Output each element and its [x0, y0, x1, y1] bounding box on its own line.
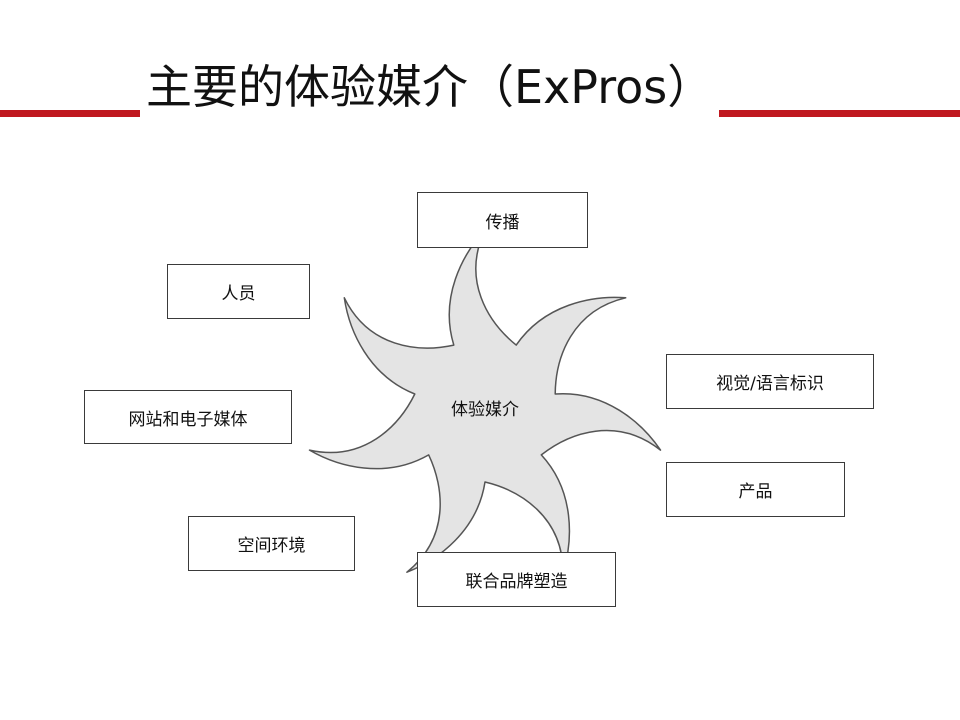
node-chanpin-label: 产品: [738, 482, 773, 502]
node-shijue-label: 视觉/语言标识: [716, 374, 824, 394]
pinwheel-shape: [308, 229, 662, 573]
node-renyuan-label: 人员: [221, 284, 256, 304]
node-chuanbo: 传播: [417, 192, 588, 248]
node-chanpin: 产品: [666, 462, 845, 517]
slide-title: 主要的体验媒介（ExPros）: [140, 52, 720, 122]
node-wangzhan: 网站和电子媒体: [84, 390, 292, 444]
node-shijue: 视觉/语言标识: [666, 354, 874, 409]
node-renyuan: 人员: [167, 264, 310, 319]
node-lianhe: 联合品牌塑造: [417, 552, 616, 607]
node-kongjian: 空间环境: [188, 516, 355, 571]
center-label: 体验媒介: [451, 400, 519, 420]
node-chuanbo-label: 传播: [485, 212, 520, 233]
node-kongjian-label: 空间环境: [237, 536, 306, 556]
node-lianhe-label: 联合品牌塑造: [465, 572, 568, 592]
node-wangzhan-label: 网站和电子媒体: [128, 409, 248, 430]
